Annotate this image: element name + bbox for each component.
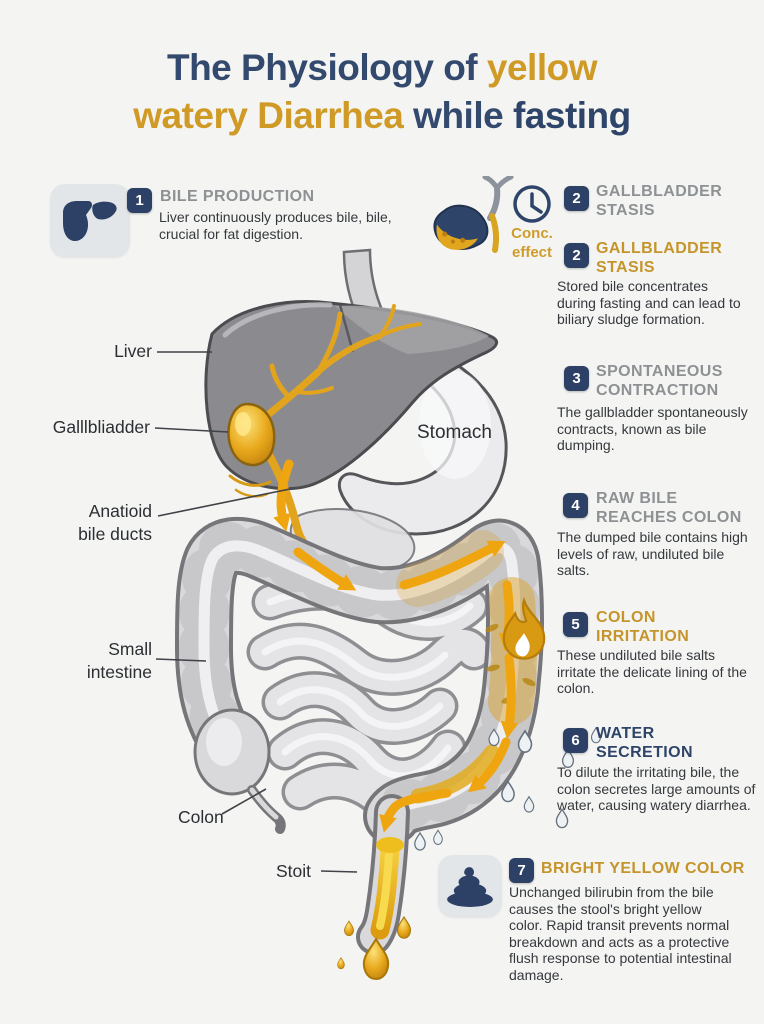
step-4-body: The dumped bile contains high levels of … xyxy=(557,529,748,578)
liver-icon xyxy=(63,200,117,241)
step-1-body: Liver continuously produces bile, bile, … xyxy=(159,209,392,242)
step-4-title: RAW BILE REACHES COLON xyxy=(596,490,742,526)
step-2-badge: 2 xyxy=(564,186,589,211)
step-2b-title: GALLBLADDER STASIS xyxy=(596,240,723,276)
step-2-body: Stored bile concentrates during fasting … xyxy=(557,278,741,327)
label-stool: Stoit xyxy=(276,861,312,881)
bile-flow-arrows xyxy=(273,459,519,833)
title-line-1: The Physiology of yellow xyxy=(166,47,598,88)
step-3-badge: 3 xyxy=(564,366,589,391)
label-bile-ducts: Anatioid bile ducts xyxy=(78,501,152,544)
page-title: The Physiology of yellow watery Diarrhea… xyxy=(0,44,764,140)
step-5-body: These undiluted bile salts irritate the … xyxy=(557,647,747,696)
stool-icon xyxy=(447,867,493,907)
label-small-intestine: Small intestine xyxy=(86,639,152,682)
step-5-title: COLON IRRITATION xyxy=(596,609,690,645)
step-5-badge: 5 xyxy=(563,612,588,637)
step-2-title: GALLBLADDER STASIS xyxy=(596,183,723,219)
label-colon: Colon xyxy=(178,807,224,827)
gallbladder-shape xyxy=(227,402,276,498)
rectum-shape xyxy=(356,794,410,955)
liver-shape xyxy=(204,300,499,491)
step-6-body: To dilute the irritating bile, the colon… xyxy=(557,764,756,813)
step-7-title: BRIGHT YELLOW COLOR xyxy=(541,860,745,877)
leader-lines xyxy=(154,351,358,873)
step-3-body: The gallbladder spontaneously contracts,… xyxy=(557,404,748,453)
flame-icon xyxy=(502,596,546,660)
step-1-title: BILE PRODUCTION xyxy=(160,188,315,205)
step-7-badge: 7 xyxy=(509,858,534,883)
clock-icon xyxy=(513,185,551,223)
label-gallbladder: Galllbliadder xyxy=(52,417,150,437)
step-7-body: Unchanged bilirubin from the bile causes… xyxy=(509,884,732,983)
liver-icon-tile xyxy=(50,184,130,257)
step-2b-badge: 2 xyxy=(564,243,589,268)
gallbladder-icon xyxy=(433,176,514,253)
step-6-title: WATER SECRETION xyxy=(596,725,693,761)
cecum-shape xyxy=(193,708,286,834)
step-3-title: SPONTANEOUS CONTRACTION xyxy=(596,363,723,399)
clock-caption: Conc. effect xyxy=(511,225,553,261)
step-4-badge: 4 xyxy=(563,493,588,518)
step-1-badge: 1 xyxy=(127,188,152,213)
stool-icon-tile xyxy=(438,855,502,917)
step-6-badge: 6 xyxy=(563,728,588,753)
title-line-2: watery Diarrhea while fasting xyxy=(133,95,631,136)
label-liver: Liver xyxy=(114,341,152,361)
label-stomach: Stomach xyxy=(417,422,492,443)
